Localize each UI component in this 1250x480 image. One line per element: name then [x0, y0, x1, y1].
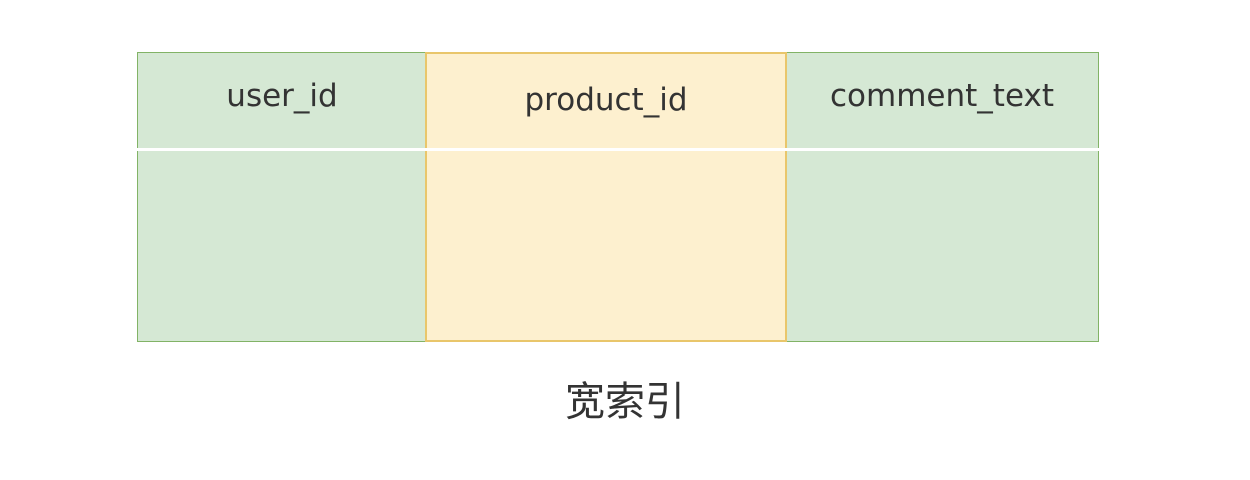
column-product-id: product_id [425, 52, 787, 342]
column-header-user-id: user_id [226, 78, 338, 114]
column-comment-text: comment_text [785, 52, 1099, 342]
column-header-comment-text: comment_text [830, 78, 1054, 114]
column-header-product-id: product_id [524, 82, 688, 118]
diagram-caption: 宽索引 [565, 379, 685, 425]
index-table: user_id product_id comment_text [137, 52, 1099, 342]
header-row-divider [137, 148, 1099, 151]
column-user-id: user_id [137, 52, 427, 342]
